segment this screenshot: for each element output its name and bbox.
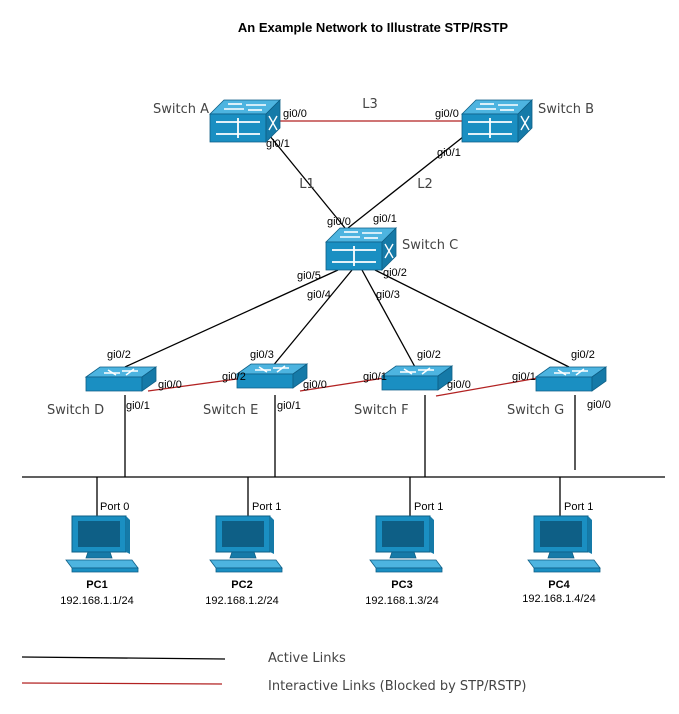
- port-label: gi0/0: [283, 108, 307, 120]
- pc-ip: 192.168.1.4/24: [522, 593, 595, 605]
- port-labels: gi0/0 gi0/1 gi0/0 gi0/1 gi0/0 gi0/1 gi0/…: [107, 108, 611, 412]
- link-d-e-blocked: [147, 377, 245, 392]
- pc-port-label: Port 1: [564, 501, 593, 513]
- switch-a-label: Switch A: [153, 102, 209, 117]
- switch-d-label: Switch D: [47, 403, 104, 418]
- switch-c-label: Switch C: [402, 238, 458, 253]
- port-label: gi0/0: [303, 379, 327, 391]
- switch-icon[interactable]: [381, 365, 453, 391]
- port-label: gi0/2: [383, 267, 407, 279]
- switch-e-label: Switch E: [203, 403, 258, 418]
- switch-icon[interactable]: [236, 363, 308, 389]
- port-label: gi0/0: [158, 379, 182, 391]
- link-l2-active: [347, 132, 469, 229]
- legend-blocked-swatch: [21, 682, 223, 685]
- pc-port-label: Port 1: [252, 501, 281, 513]
- port-label: gi0/1: [266, 138, 290, 150]
- pc-name: PC4: [548, 579, 570, 591]
- pc-icon[interactable]: [209, 515, 283, 573]
- pc-icon[interactable]: [527, 515, 601, 573]
- legend-blocked-label: Interactive Links (Blocked by STP/RSTP): [268, 679, 526, 694]
- switch-f-label: Switch F: [354, 403, 409, 418]
- switch-icon[interactable]: [85, 366, 157, 392]
- pc-name: PC3: [391, 579, 412, 591]
- port-label: gi0/2: [571, 349, 595, 361]
- switch-b-label: Switch B: [538, 102, 594, 117]
- link-e-f-blocked: [299, 377, 385, 392]
- port-label: gi0/1: [363, 371, 387, 383]
- pc-icon[interactable]: [369, 515, 443, 573]
- switch-icon[interactable]: [325, 227, 397, 271]
- switch-g-label: Switch G: [507, 403, 564, 418]
- pc-port-label: Port 1: [414, 501, 443, 513]
- link-c-g: [374, 269, 570, 368]
- port-label: gi0/0: [447, 379, 471, 391]
- legend: Active Links Interactive Links (Blocked …: [21, 651, 526, 694]
- port-label: gi0/3: [250, 349, 274, 361]
- diagram-title: An Example Network to Illustrate STP/RST…: [238, 20, 508, 35]
- port-label: gi0/1: [437, 147, 461, 159]
- link-f-g-blocked: [435, 377, 539, 397]
- link-label-l2: L2: [417, 177, 433, 192]
- port-label: gi0/4: [307, 289, 331, 301]
- port-label: gi0/2: [107, 349, 131, 361]
- legend-active-swatch: [21, 656, 226, 660]
- pc-name: PC1: [86, 579, 107, 591]
- port-label: gi0/2: [222, 371, 246, 383]
- port-label: gi0/2: [417, 349, 441, 361]
- pc-4[interactable]: Port 1 PC4 192.168.1.4/24: [522, 501, 601, 605]
- pc-ip: 192.168.1.1/24: [60, 595, 133, 607]
- switch-icon[interactable]: [209, 99, 281, 143]
- link-c-d: [124, 269, 339, 368]
- link-c-e: [271, 269, 353, 368]
- port-label: gi0/1: [512, 371, 536, 383]
- port-label: gi0/0: [587, 399, 611, 411]
- link-label-l1: L1: [299, 177, 315, 192]
- links: [22, 120, 665, 518]
- port-label: gi0/0: [327, 216, 351, 228]
- port-label: gi0/1: [126, 400, 150, 412]
- pc-1[interactable]: Port 0 PC1 192.168.1.1/24: [60, 501, 139, 607]
- pc-ip: 192.168.1.2/24: [205, 595, 278, 607]
- pc-name: PC2: [231, 579, 252, 591]
- pc-port-label: Port 0: [100, 501, 129, 513]
- switch-icon[interactable]: [461, 99, 533, 143]
- link-label-l3: L3: [362, 97, 378, 112]
- switch-icon[interactable]: [535, 366, 607, 392]
- link-l1-active: [264, 129, 346, 229]
- port-label: gi0/3: [376, 289, 400, 301]
- pc-ip: 192.168.1.3/24: [365, 595, 438, 607]
- port-label: gi0/0: [435, 108, 459, 120]
- port-label: gi0/5: [297, 270, 321, 282]
- pc-icon[interactable]: [65, 515, 139, 573]
- link-c-f: [361, 269, 416, 368]
- port-label: gi0/1: [277, 400, 301, 412]
- pc-3[interactable]: Port 1 PC3 192.168.1.3/24: [365, 501, 443, 607]
- legend-active-label: Active Links: [268, 651, 346, 666]
- pc-2[interactable]: Port 1 PC2 192.168.1.2/24: [205, 501, 283, 607]
- port-label: gi0/1: [373, 213, 397, 225]
